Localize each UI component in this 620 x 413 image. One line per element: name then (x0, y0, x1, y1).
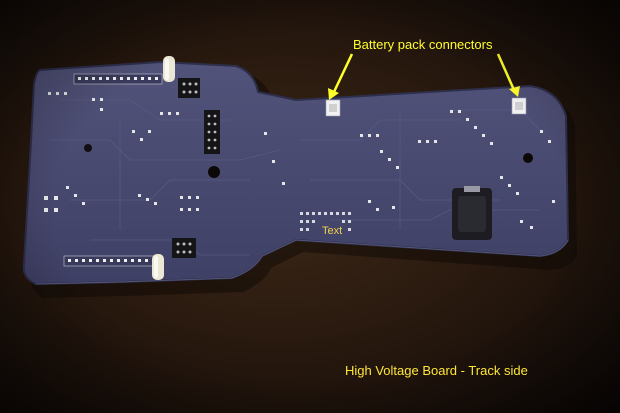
text-label: Text (322, 225, 343, 237)
battery-connectors-label: Battery pack connectors (353, 37, 493, 52)
photo-caption: High Voltage Board - Track side (345, 363, 528, 378)
